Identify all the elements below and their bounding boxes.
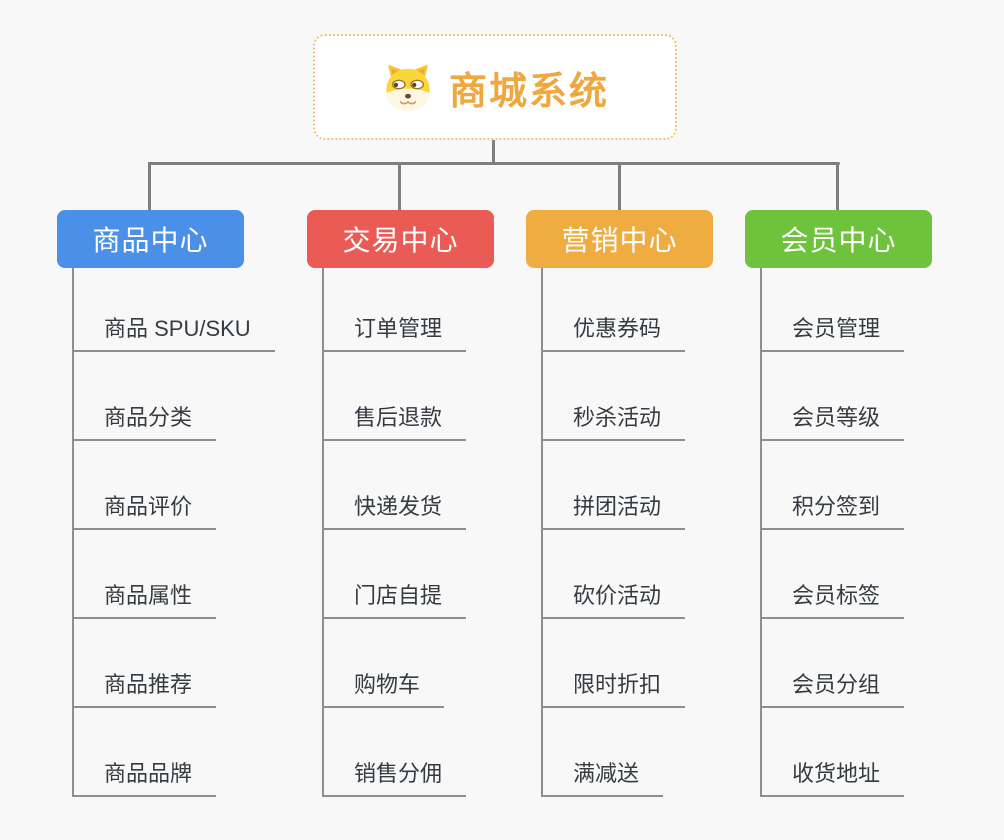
- leaf-node[interactable]: 商品推荐: [72, 619, 217, 708]
- leaf-node[interactable]: 商品评价: [72, 441, 217, 530]
- leaf-node[interactable]: 商品 SPU/SKU: [72, 268, 275, 352]
- leaf-node[interactable]: 优惠券码: [541, 268, 686, 352]
- connector-drop-branch-4: [836, 162, 839, 210]
- leaf-node[interactable]: 限时折扣: [541, 619, 686, 708]
- connector-drop-branch-2: [398, 162, 401, 210]
- leaf-node[interactable]: 销售分佣: [322, 708, 467, 797]
- leaf-node[interactable]: 订单管理: [322, 268, 467, 352]
- branch-spine-trade: [322, 268, 324, 797]
- leaf-node[interactable]: 门店自提: [322, 530, 467, 619]
- leaf-node[interactable]: 会员标签: [760, 530, 905, 619]
- branch-node-marketing-center[interactable]: 营销中心: [526, 210, 713, 268]
- connector-root-stem: [492, 140, 495, 165]
- leaf-node[interactable]: 收货地址: [760, 708, 905, 797]
- leaf-column-member: 会员管理 会员等级 积分签到 会员标签 会员分组 收货地址: [760, 268, 905, 797]
- dog-face-icon: [386, 64, 430, 111]
- leaf-node[interactable]: 商品品牌: [72, 708, 217, 797]
- branch-label: 交易中心: [342, 225, 459, 256]
- branch-label: 营销中心: [561, 225, 678, 256]
- root-title: 商城系统: [448, 70, 609, 113]
- branch-label: 商品中心: [92, 225, 209, 256]
- connector-drop-branch-3: [618, 162, 621, 210]
- leaf-node[interactable]: 会员等级: [760, 352, 905, 441]
- leaf-node[interactable]: 会员分组: [760, 619, 905, 708]
- leaf-column-trade: 订单管理 售后退款 快递发货 门店自提 购物车 销售分佣: [322, 268, 467, 797]
- leaf-node[interactable]: 会员管理: [760, 268, 905, 352]
- branch-spine-product: [72, 268, 74, 797]
- branch-node-product-center[interactable]: 商品中心: [57, 210, 244, 268]
- leaf-node[interactable]: 快递发货: [322, 441, 467, 530]
- connector-horizontal-rail: [148, 162, 840, 165]
- leaf-node[interactable]: 商品属性: [72, 530, 217, 619]
- leaf-column-product: 商品 SPU/SKU 商品分类 商品评价 商品属性 商品推荐 商品品牌: [72, 268, 275, 797]
- leaf-node[interactable]: 秒杀活动: [541, 352, 686, 441]
- leaf-node[interactable]: 积分签到: [760, 441, 905, 530]
- branch-spine-marketing: [541, 268, 543, 797]
- leaf-node[interactable]: 满减送: [541, 708, 664, 797]
- leaf-node[interactable]: 拼团活动: [541, 441, 686, 530]
- leaf-column-marketing: 优惠券码 秒杀活动 拼团活动 砍价活动 限时折扣 满减送: [541, 268, 686, 797]
- branch-label: 会员中心: [780, 225, 897, 256]
- branch-node-trade-center[interactable]: 交易中心: [307, 210, 494, 268]
- root-node-mall-system[interactable]: 商城系统: [313, 34, 677, 140]
- leaf-node[interactable]: 砍价活动: [541, 530, 686, 619]
- leaf-node[interactable]: 售后退款: [322, 352, 467, 441]
- branch-node-member-center[interactable]: 会员中心: [745, 210, 932, 268]
- branch-spine-member: [760, 268, 762, 797]
- leaf-node[interactable]: 购物车: [322, 619, 445, 708]
- connector-drop-branch-1: [148, 162, 151, 210]
- leaf-node[interactable]: 商品分类: [72, 352, 217, 441]
